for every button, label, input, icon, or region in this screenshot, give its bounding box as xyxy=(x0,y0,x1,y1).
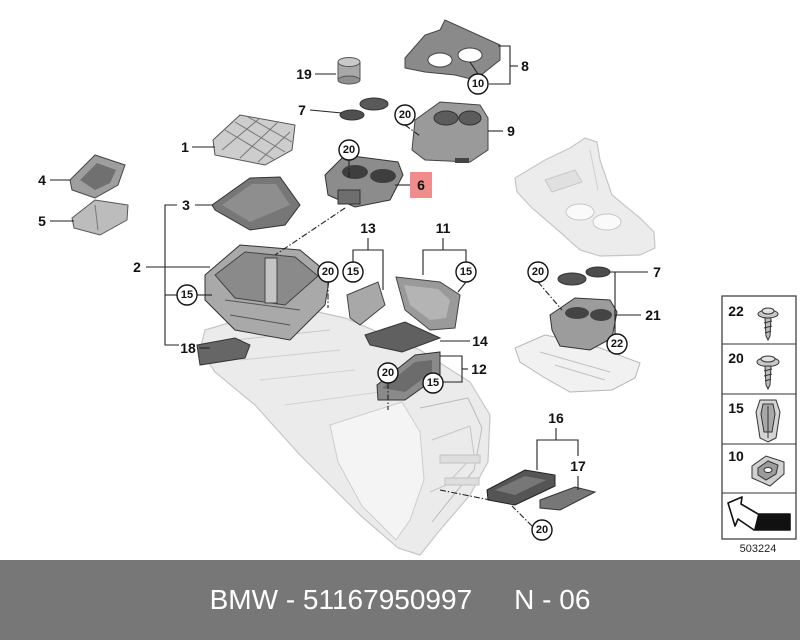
fastener-legend: 22 20 15 10 xyxy=(721,295,797,555)
arrow-icon xyxy=(727,496,791,531)
callout-16: 16 xyxy=(548,410,564,426)
screw-icon xyxy=(757,307,779,342)
circled-callout-15: 15 xyxy=(342,261,364,283)
callout-3: 3 xyxy=(182,197,190,213)
bracket-part-18 xyxy=(196,337,251,366)
circled-callout-label: 20 xyxy=(536,524,548,536)
circled-callout-15: 15 xyxy=(176,284,198,306)
diagram-reference-number: 503224 xyxy=(740,543,777,555)
circled-callout-20: 20 xyxy=(394,104,416,126)
mat-part-14 xyxy=(364,321,442,353)
highlight-box xyxy=(410,172,432,198)
circled-callout-label: 20 xyxy=(322,266,334,278)
grid-tray-part-1 xyxy=(212,114,296,166)
cap-part-19 xyxy=(337,57,361,85)
callout-7-right: 7 xyxy=(653,264,661,280)
callout-14: 14 xyxy=(472,333,488,349)
callout-21: 21 xyxy=(645,307,661,323)
screw-icon xyxy=(756,355,780,391)
armrest-mechanism-part-2 xyxy=(204,244,331,341)
callout-2: 2 xyxy=(133,259,141,275)
legend-label-20: 20 xyxy=(728,350,744,366)
lid-part-3 xyxy=(211,176,301,231)
callout-4: 4 xyxy=(38,172,46,188)
circled-callout-label: 15 xyxy=(181,289,193,301)
circled-callout-15: 15 xyxy=(422,372,444,394)
legend-label-15: 15 xyxy=(728,400,744,416)
circled-callout-label: 20 xyxy=(382,367,394,379)
circled-callout-20: 20 xyxy=(531,519,553,541)
plate-part-5 xyxy=(71,199,129,236)
clip-icon xyxy=(755,399,781,443)
callout-labels: 19 7 8 9 1 6 4 3 5 2 13 11 7 21 18 14 12… xyxy=(38,58,661,474)
callout-11: 11 xyxy=(436,220,451,236)
cover-cap-part-7-right xyxy=(557,266,611,286)
console-trim-panel xyxy=(514,137,656,257)
callout-7-top: 7 xyxy=(298,102,306,118)
circled-callout-20: 20 xyxy=(377,362,399,384)
callout-9: 9 xyxy=(507,123,515,139)
side-panel-part-13 xyxy=(346,281,386,326)
circled-callout-label: 20 xyxy=(532,266,544,278)
cup-holder-insert-part-6 xyxy=(324,154,404,208)
legend-label-22: 22 xyxy=(728,303,744,319)
circled-callouts: 10 20 20 15 20 15 15 20 22 20 15 20 xyxy=(176,73,628,541)
circled-callout-label: 15 xyxy=(460,266,472,278)
mat-part-17 xyxy=(539,486,597,511)
callout-6-highlighted: 6 xyxy=(417,177,425,193)
circled-callout-label: 20 xyxy=(343,144,355,156)
circled-callout-label: 20 xyxy=(399,109,411,121)
circled-callout-label: 22 xyxy=(611,338,623,350)
callout-13: 13 xyxy=(360,220,376,236)
callout-1: 1 xyxy=(181,139,189,155)
circled-callout-20: 20 xyxy=(527,261,549,283)
side-panel-part-11 xyxy=(395,276,461,331)
clip-nut-icon xyxy=(751,455,785,487)
callout-5: 5 xyxy=(38,213,46,229)
callout-8: 8 xyxy=(521,58,529,74)
leader-lines xyxy=(50,45,648,490)
circled-callout-label: 10 xyxy=(472,78,484,90)
circled-callout-20: 20 xyxy=(338,139,360,161)
callout-17: 17 xyxy=(570,458,586,474)
cup-holder-base-plate xyxy=(514,334,641,393)
circled-callout-label: 15 xyxy=(427,377,439,389)
support-plate-part-8 xyxy=(404,19,501,81)
circled-callout-15: 15 xyxy=(455,261,477,283)
assembly-lines xyxy=(274,124,563,527)
part-number: BMW - 51167950997 xyxy=(209,584,473,615)
part-number-footer: BMW - 51167950997 N - 06 xyxy=(0,560,800,640)
callout-12: 12 xyxy=(471,361,487,377)
circled-callout-20: 20 xyxy=(317,261,339,283)
callout-19: 19 xyxy=(296,66,312,82)
circled-callout-22: 22 xyxy=(606,333,628,355)
variant-code: N - 06 xyxy=(514,584,591,615)
legend-label-10: 10 xyxy=(728,448,744,464)
callout-18: 18 xyxy=(180,340,196,356)
cover-cap-part-7-top xyxy=(339,97,389,121)
storage-tray-part-4 xyxy=(69,154,126,199)
circled-callout-10: 10 xyxy=(467,73,489,95)
parts-diagram: 19 7 8 9 1 6 4 3 5 2 13 11 7 21 18 14 12… xyxy=(38,19,797,556)
circled-callout-label: 15 xyxy=(347,266,359,278)
cup-holder-housing-part-9 xyxy=(411,101,489,163)
